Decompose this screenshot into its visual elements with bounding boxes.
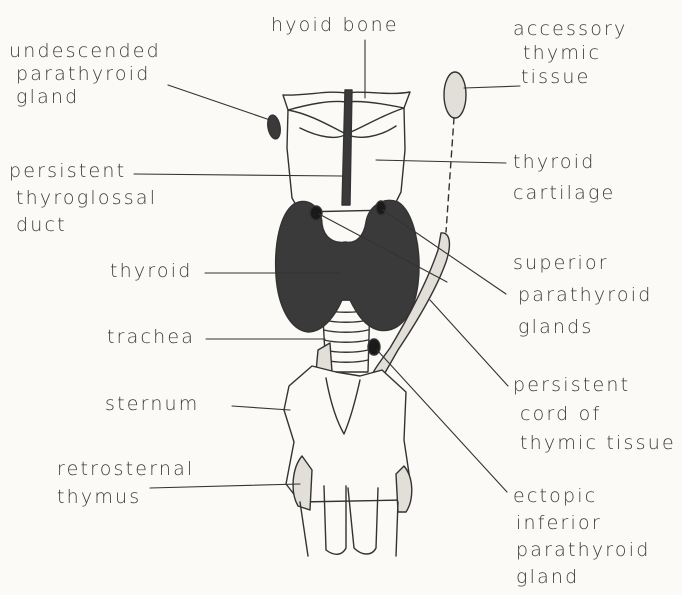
leader-sternum xyxy=(232,406,290,410)
leader-accessory xyxy=(464,86,520,88)
label-trachea: trachea xyxy=(107,326,195,349)
label-persistent-cord-of-thymic-tissue: persistent cord of thymic tissue xyxy=(513,371,676,458)
dashed-connection xyxy=(446,118,454,232)
label-retrosternal-thymus: retrosternal thymus xyxy=(57,455,194,511)
undescended-parathyroid-shape xyxy=(266,114,282,140)
superior-parathyroid-left xyxy=(310,206,322,220)
ectopic-parathyroid-shape xyxy=(368,339,380,355)
leader-cord xyxy=(430,300,508,386)
label-hyoid-bone: hyoid bone xyxy=(271,14,399,37)
label-thyroid: thyroid xyxy=(110,260,193,283)
thyroglossal-duct-shape xyxy=(342,90,352,205)
label-thyroid-cartilage: thyroid cartilage xyxy=(513,147,615,209)
accessory-thymic-shape xyxy=(444,72,466,118)
label-ectopic-inferior-parathyroid-gland: ectopic inferior parathyroid gland xyxy=(513,483,650,591)
leader-undescended xyxy=(168,85,270,120)
label-sternum: sternum xyxy=(105,393,200,416)
superior-parathyroid-right xyxy=(376,201,386,215)
label-undescended-parathyroid-gland: undescended parathyroid gland xyxy=(9,40,161,109)
label-persistent-thyroglossal-duct: persistent thyroglossal duct xyxy=(9,158,157,239)
label-superior-parathyroid-glands: superior parathyroid glands xyxy=(513,247,652,343)
label-accessory-thymic-tissue: accessory thymic tissue xyxy=(513,17,628,89)
